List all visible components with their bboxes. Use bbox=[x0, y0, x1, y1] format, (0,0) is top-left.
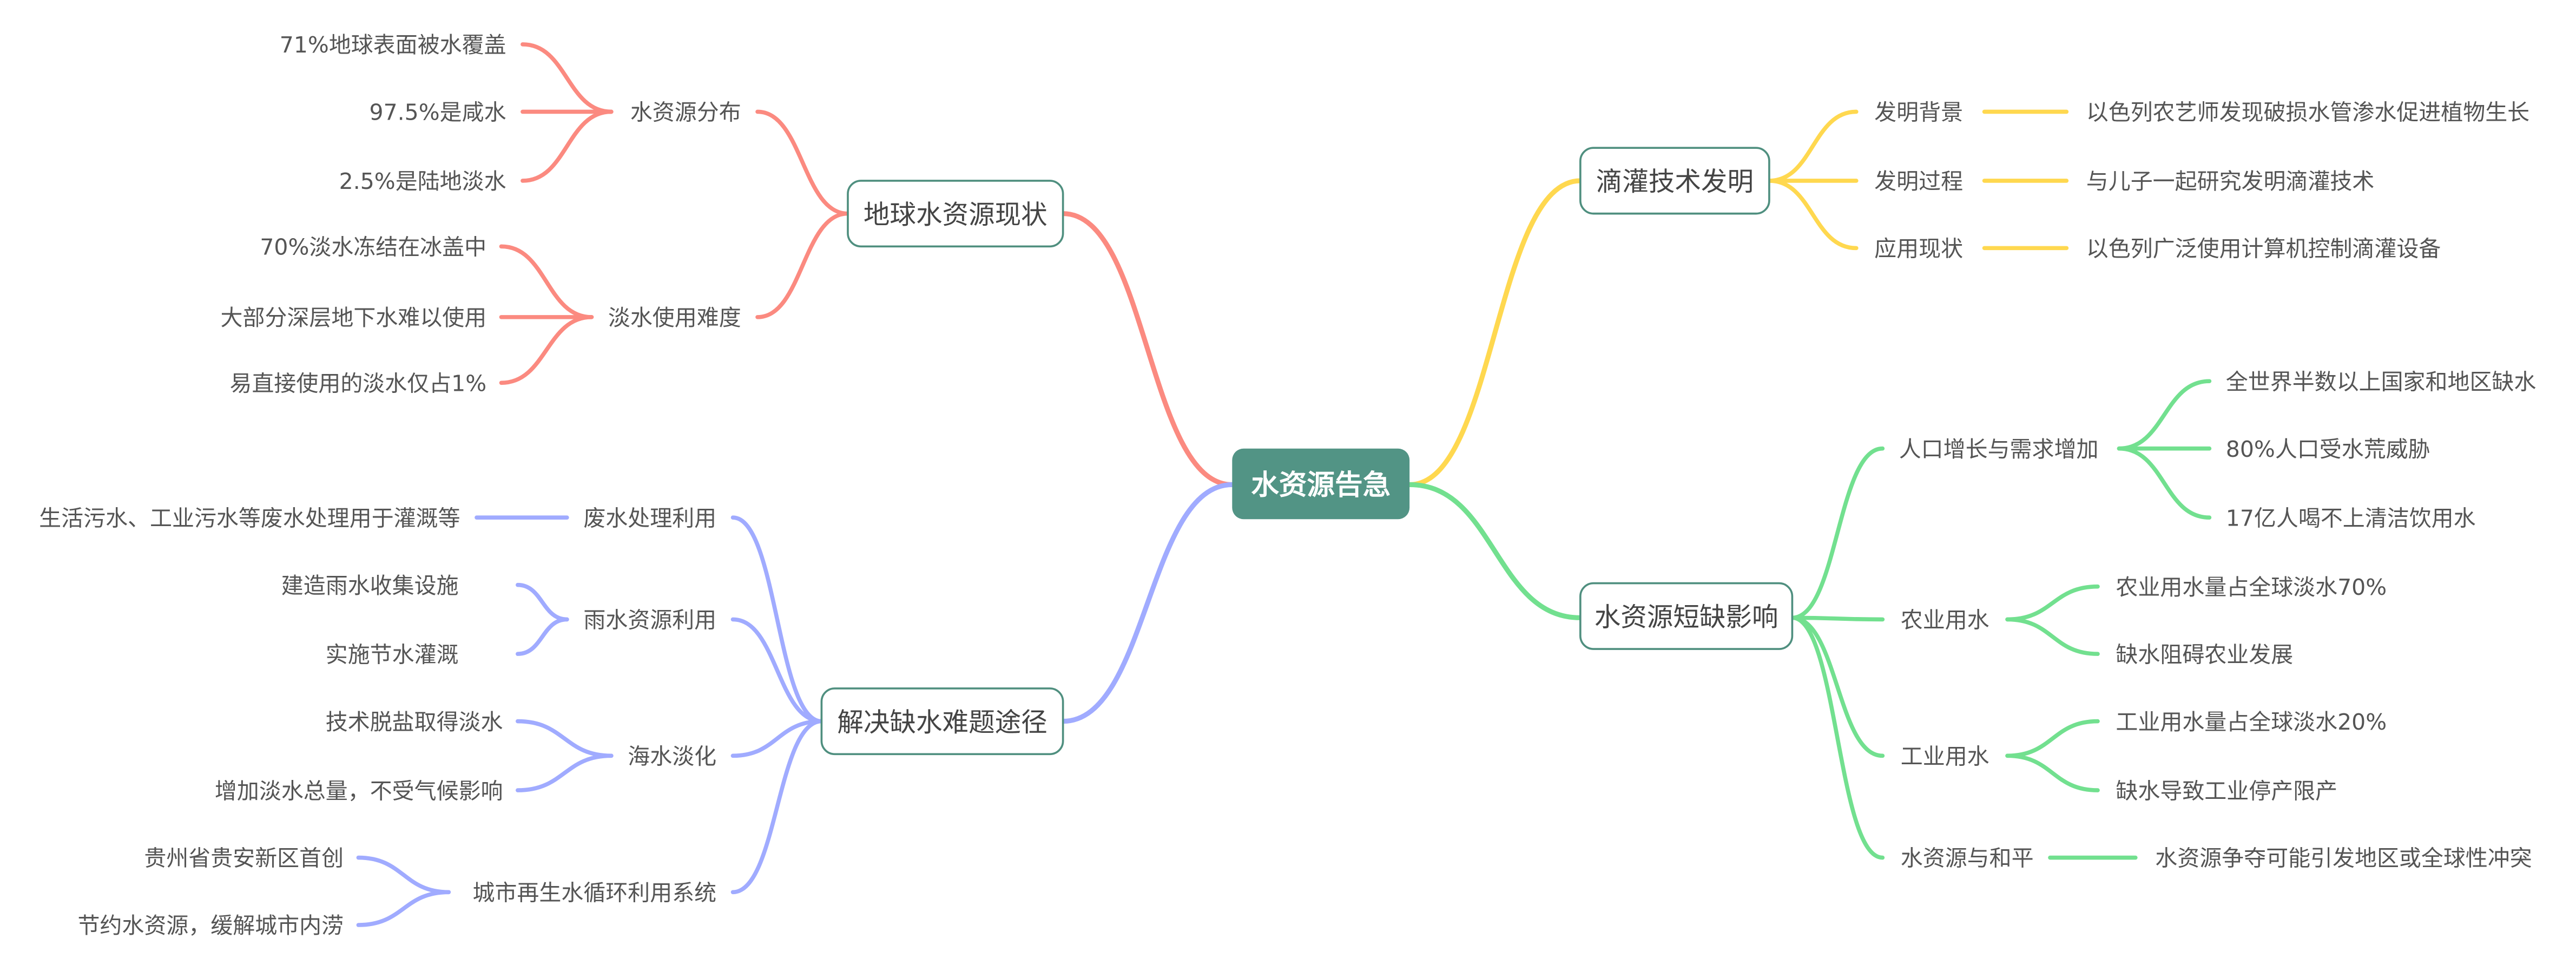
connector-line bbox=[516, 753, 614, 792]
connector-line bbox=[1790, 615, 1885, 622]
leaf[interactable]: 易直接使用的淡水仅占1% bbox=[229, 370, 486, 396]
root-label: 水资源告急 bbox=[1251, 469, 1391, 502]
subtopic-recycling[interactable]: 城市再生水循环利用系统 bbox=[472, 880, 716, 906]
subtopic-desalination[interactable]: 海水淡化 bbox=[628, 744, 716, 770]
connector-line bbox=[1407, 178, 1583, 488]
topic-shortage-impact[interactable]: 水资源短缺影响 bbox=[1579, 582, 1794, 650]
leaf[interactable]: 节约水资源，缓解城市内涝 bbox=[77, 913, 344, 939]
topic-label: 滴灌技术发明 bbox=[1596, 167, 1754, 197]
leaf[interactable]: 以色列农艺师发现破损水管渗水促进植物生长 bbox=[2086, 100, 2529, 126]
topic-label: 解决缺水难题途径 bbox=[837, 707, 1047, 738]
subtopic-population[interactable]: 人口增长与需求增加 bbox=[1899, 436, 2099, 462]
connector-line bbox=[499, 244, 594, 319]
leaf[interactable]: 缺水阻碍农业发展 bbox=[2116, 641, 2293, 667]
connector-line bbox=[730, 515, 824, 724]
leaf[interactable]: 缺水导致工业停产限产 bbox=[2116, 778, 2337, 804]
leaf[interactable]: 建造雨水收集设施 bbox=[281, 573, 459, 599]
connector-line bbox=[521, 109, 614, 183]
leaf[interactable]: 2.5%是陆地淡水 bbox=[339, 168, 506, 194]
leaf[interactable]: 大部分深层地下水难以使用 bbox=[221, 305, 487, 331]
leaf[interactable]: 全世界半数以上国家和地区缺水 bbox=[2226, 369, 2537, 395]
connector-line bbox=[2005, 753, 2100, 792]
connector-line bbox=[755, 109, 850, 216]
leaf[interactable]: 农业用水量占全球淡水70% bbox=[2116, 574, 2387, 600]
connector-line bbox=[1060, 211, 1235, 488]
connector-line bbox=[2005, 617, 2100, 656]
connector-line bbox=[1060, 482, 1235, 724]
subtopic-industry[interactable]: 工业用水 bbox=[1901, 744, 1989, 770]
connector-line bbox=[730, 719, 824, 895]
connector-line bbox=[1767, 109, 1859, 183]
topic-solutions[interactable]: 解决缺水难题途径 bbox=[820, 687, 1064, 756]
leaf[interactable]: 实施节水灌溉 bbox=[326, 641, 459, 667]
leaf[interactable]: 以色列广泛使用计算机控制滴灌设备 bbox=[2086, 236, 2441, 262]
subtopic-agriculture[interactable]: 农业用水 bbox=[1901, 607, 1989, 633]
connector-line bbox=[2117, 446, 2212, 520]
leaf[interactable]: 97.5%是咸水 bbox=[370, 100, 506, 126]
connector-line bbox=[2117, 379, 2212, 451]
connector-line bbox=[516, 617, 569, 656]
leaf[interactable]: 17亿人喝不上清洁饮用水 bbox=[2226, 505, 2476, 531]
subtopic-peace[interactable]: 水资源与和平 bbox=[1901, 845, 2034, 871]
subtopic-distribution[interactable]: 水资源分布 bbox=[630, 100, 741, 126]
leaf[interactable]: 水资源争夺可能引发地区或全球性冲突 bbox=[2155, 845, 2532, 871]
connector-line bbox=[2005, 719, 2100, 758]
leaf[interactable]: 技术脱盐取得淡水 bbox=[326, 709, 503, 735]
subtopic-background[interactable]: 发明背景 bbox=[1874, 100, 1963, 126]
subtopic-rainwater[interactable]: 雨水资源利用 bbox=[583, 607, 716, 633]
connector-line bbox=[499, 315, 594, 385]
subtopic-difficulty[interactable]: 淡水使用难度 bbox=[608, 305, 741, 331]
connector-line bbox=[755, 211, 850, 319]
subtopic-process[interactable]: 发明过程 bbox=[1874, 168, 1963, 194]
connector-line bbox=[356, 855, 451, 895]
connector-line bbox=[1767, 179, 1859, 251]
connector-line bbox=[1790, 615, 1885, 758]
topic-earth-water-status[interactable]: 地球水资源现状 bbox=[847, 180, 1064, 248]
leaf[interactable]: 工业用水量占全球淡水20% bbox=[2116, 709, 2387, 735]
leaf[interactable]: 贵州省贵安新区首创 bbox=[144, 845, 344, 871]
topic-label: 水资源短缺影响 bbox=[1595, 602, 1778, 633]
topic-label: 地球水资源现状 bbox=[864, 200, 1047, 230]
connector-line bbox=[516, 582, 569, 622]
connector-line bbox=[730, 719, 824, 758]
connector-line bbox=[1790, 446, 1885, 620]
leaf[interactable]: 生活污水、工业污水等废水处理用于灌溉等 bbox=[39, 505, 460, 531]
connector-line bbox=[1407, 482, 1583, 620]
leaf[interactable]: 80%人口受水荒威胁 bbox=[2226, 436, 2430, 462]
leaf[interactable]: 增加淡水总量，不受气候影响 bbox=[215, 778, 503, 804]
leaf[interactable]: 与儿子一起研究发明滴灌技术 bbox=[2086, 168, 2375, 194]
connector-line bbox=[521, 42, 614, 114]
connector-line bbox=[2005, 584, 2100, 622]
root-node[interactable]: 水资源告急 bbox=[1232, 448, 1410, 520]
leaf[interactable]: 71%地球表面被水覆盖 bbox=[280, 32, 506, 58]
connector-line bbox=[356, 890, 451, 927]
leaf[interactable]: 70%淡水冻结在冰盖中 bbox=[260, 234, 486, 260]
topic-drip-irrigation[interactable]: 滴灌技术发明 bbox=[1579, 147, 1770, 215]
connector-line bbox=[730, 617, 824, 724]
connector-line bbox=[1790, 615, 1885, 860]
subtopic-wastewater[interactable]: 废水处理利用 bbox=[583, 505, 716, 531]
subtopic-application[interactable]: 应用现状 bbox=[1874, 236, 1963, 262]
connector-line bbox=[516, 719, 614, 758]
connectors bbox=[356, 42, 2212, 927]
